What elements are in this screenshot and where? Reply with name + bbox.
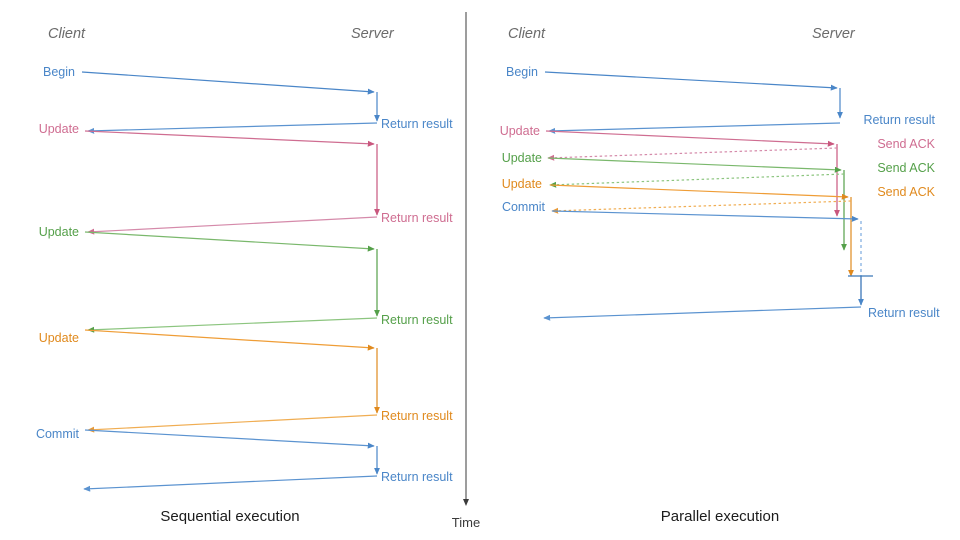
arrow-update-2-left <box>84 231 375 252</box>
time-axis: Time <box>452 12 480 530</box>
arrow-return-5-left <box>83 475 378 492</box>
arrow-return-2-left <box>87 216 378 235</box>
message-label-return-1-right: Return result <box>863 113 935 127</box>
arrow-ack-3-right <box>551 200 852 214</box>
arrow-return-2-right <box>543 306 862 321</box>
message-begin-right: Begin <box>506 65 838 91</box>
caption-parallel: Parallel execution <box>661 508 779 525</box>
arrow-update-3-right <box>549 184 849 200</box>
arrow-ack-1-right <box>547 147 838 161</box>
message-return-2-left: Return result <box>87 211 453 235</box>
message-begin-left: Begin <box>43 65 375 95</box>
message-return-5-left: Return result <box>83 470 453 492</box>
message-label-update-1-right: Update <box>500 124 540 138</box>
message-label-update-2-right: Update <box>502 151 542 165</box>
message-label-update-2-left: Update <box>39 225 79 239</box>
arrow-update-1-left <box>84 130 375 147</box>
arrow-ack-2-right <box>549 173 845 188</box>
message-label-return-2-left: Return result <box>381 211 453 225</box>
message-label-update-3-left: Update <box>39 331 79 345</box>
panel-sequential: Client Server Begin Return result Update <box>36 26 453 525</box>
arrow-commit-left <box>84 429 375 449</box>
message-return-3-left: Return result <box>87 313 453 333</box>
panel-parallel: Client Server Begin Return result Update <box>500 26 940 525</box>
arrow-update-3-left <box>84 329 375 351</box>
message-label-ack-3-right: Send ACK <box>877 185 935 199</box>
arrow-update-2-right <box>547 157 842 173</box>
arrow-return-3-left <box>87 317 378 333</box>
arrow-begin-left <box>81 71 375 95</box>
message-commit-left: Commit <box>36 427 375 449</box>
arrow-return-1-right <box>548 122 841 134</box>
message-ack-2-right: Send ACK <box>549 161 936 188</box>
time-axis-label: Time <box>452 515 480 530</box>
message-label-commit-left: Commit <box>36 427 80 441</box>
message-return-4-left: Return result <box>87 409 453 433</box>
message-label-ack-2-right: Send ACK <box>877 161 935 175</box>
message-update-2-left: Update <box>39 225 375 252</box>
message-return-1-left: Return result <box>87 117 453 134</box>
message-label-return-2-right: Return result <box>868 306 940 320</box>
message-label-begin-left: Begin <box>43 65 75 79</box>
message-commit-right: Commit <box>502 200 859 222</box>
arrow-return-4-left <box>87 414 378 433</box>
message-update-2-right: Update <box>502 151 842 173</box>
message-update-1-left: Update <box>39 122 375 147</box>
arrow-update-1-right <box>545 130 835 147</box>
lane-label-server-left: Server <box>351 26 395 42</box>
message-label-return-1-left: Return result <box>381 117 453 131</box>
message-update-3-right: Update <box>502 177 849 200</box>
message-label-return-3-left: Return result <box>381 313 453 327</box>
message-return-2-right: Return result <box>543 306 940 321</box>
arrow-begin-right <box>544 71 838 91</box>
arrow-commit-right <box>551 210 859 222</box>
message-label-return-5-left: Return result <box>381 470 453 484</box>
lane-label-client-right: Client <box>508 26 546 42</box>
arrow-return-1-left <box>87 122 378 134</box>
caption-sequential: Sequential execution <box>160 508 299 525</box>
message-label-ack-1-right: Send ACK <box>877 137 935 151</box>
message-update-3-left: Update <box>39 329 375 351</box>
message-label-commit-right: Commit <box>502 200 546 214</box>
message-label-update-1-left: Update <box>39 122 79 136</box>
lane-label-client-left: Client <box>48 26 86 42</box>
lane-label-server-right: Server <box>812 26 856 42</box>
message-label-update-3-right: Update <box>502 177 542 191</box>
message-label-begin-right: Begin <box>506 65 538 79</box>
message-update-1-right: Update <box>500 124 835 147</box>
message-return-1-right: Return result <box>548 113 936 134</box>
message-label-return-4-left: Return result <box>381 409 453 423</box>
message-ack-1-right: Send ACK <box>547 137 936 161</box>
message-ack-3-right: Send ACK <box>551 185 936 214</box>
